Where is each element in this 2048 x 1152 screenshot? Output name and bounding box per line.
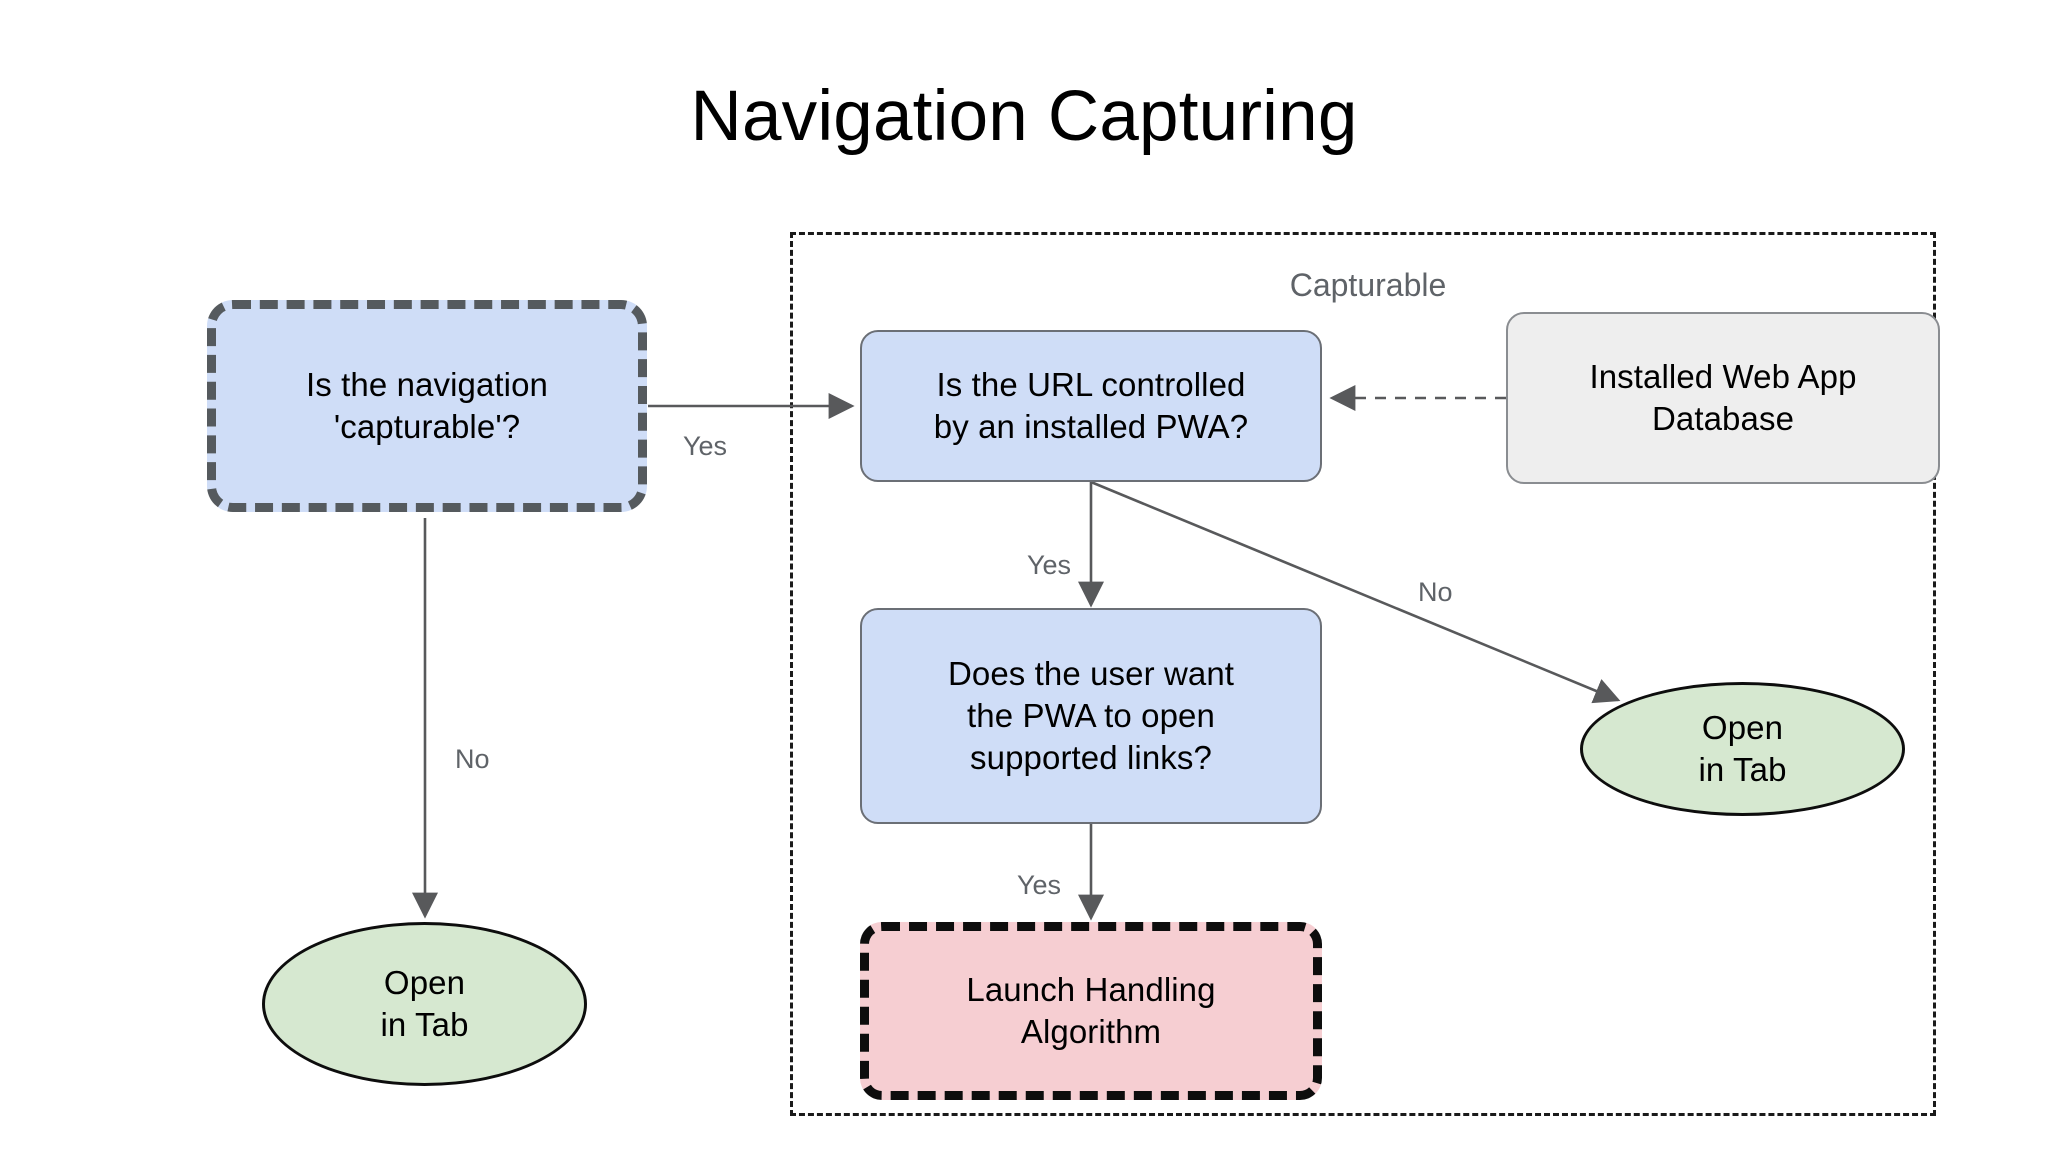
node-launch-handling-algorithm[interactable]: Launch Handling Algorithm: [860, 922, 1322, 1100]
node-installed-web-app-database[interactable]: Installed Web App Database: [1506, 312, 1940, 484]
capturable-group-box: [790, 232, 1936, 1116]
edge-label-url-controlled-yes: Yes: [1027, 550, 1072, 580]
node-is-navigation-capturable[interactable]: Is the navigation 'capturable'?: [207, 300, 647, 512]
node-is-url-controlled[interactable]: Is the URL controlled by an installed PW…: [860, 330, 1322, 482]
edge-label-url-controlled-no: No: [1418, 577, 1453, 607]
page-title: Navigation Capturing: [690, 77, 1358, 156]
node-does-user-want-pwa[interactable]: Does the user want the PWA to open suppo…: [860, 608, 1322, 824]
edge-label-user-want-yes: Yes: [1017, 870, 1062, 900]
edge-label-capturable-yes: Yes: [683, 431, 728, 461]
node-open-in-tab-right[interactable]: Open in Tab: [1580, 682, 1905, 816]
edge-label-capturable-no: No: [455, 744, 490, 774]
node-open-in-tab-left[interactable]: Open in Tab: [262, 922, 587, 1086]
capturable-group-label: Capturable: [1289, 267, 1447, 303]
